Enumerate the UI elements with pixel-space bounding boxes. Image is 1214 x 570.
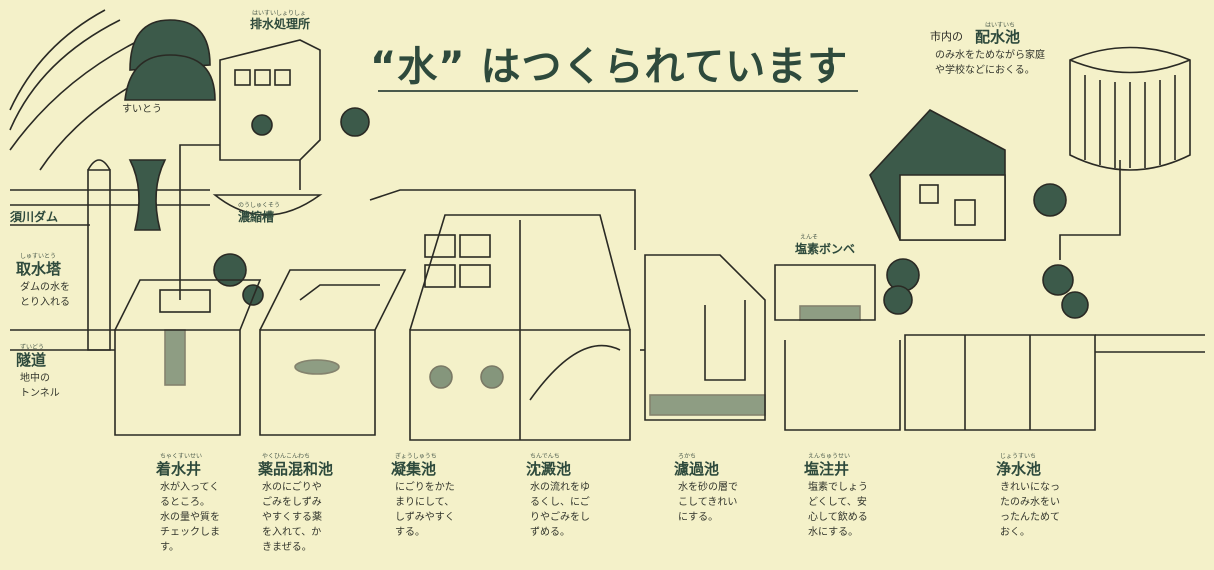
thickener-ruby: のうしゅくそう bbox=[238, 202, 281, 209]
distribution-reservoir-label: 配水池 bbox=[975, 28, 1021, 46]
stage-ruby: じょうすいち bbox=[1000, 453, 1037, 460]
stage-tank-3 bbox=[409, 329, 631, 441]
stage-label: 着水井 bbox=[156, 460, 202, 478]
stage-label: 薬品混和池 bbox=[258, 460, 334, 478]
chlorine-cylinder-ruby: えんそ bbox=[800, 234, 819, 241]
stage-desc: 水を砂の層で こしてきれい にする。 bbox=[678, 482, 738, 523]
sludge-plant-ruby: はいすいしょりしょ bbox=[252, 10, 307, 17]
tree-icon bbox=[213, 253, 247, 287]
stage-tank-2 bbox=[259, 329, 376, 436]
stage-ruby: ちんでんち bbox=[530, 453, 560, 460]
distribution-reservoir-prefix: 市内の bbox=[930, 30, 963, 43]
stage-ruby: やくひんこんわち bbox=[262, 453, 311, 460]
intake-tower-ruby: しゅすいとう bbox=[20, 253, 57, 260]
title-underline bbox=[378, 90, 858, 92]
stage-desc: 水の流れをゆ るくし、にご りやごみをし ずめる。 bbox=[530, 482, 590, 538]
stage-label: 凝集池 bbox=[391, 460, 437, 478]
tree-icon bbox=[340, 107, 370, 137]
stage-ruby: えんちゅうせい bbox=[808, 453, 851, 460]
distribution-reservoir-ruby: はいすいち bbox=[985, 22, 1016, 29]
page-title: “水” はつくられています bbox=[370, 44, 849, 90]
stage-label: 濾過池 bbox=[674, 460, 720, 478]
stage-desc: 水のにごりや ごみをしずみ やすくする薬 を入れて、か きまぜる。 bbox=[262, 482, 322, 553]
distribution-reservoir-desc: のみ水をためながら家庭 や学校などにおくる。 bbox=[935, 50, 1045, 76]
stage-ruby: ろかち bbox=[678, 453, 697, 460]
stage-label: 塩注井 bbox=[804, 460, 850, 478]
dam-label: 須川ダム bbox=[10, 210, 59, 224]
intake-tower-shape bbox=[87, 169, 111, 351]
stage-desc: 水が入ってく るところ。 水の量や質を チェックしま す。 bbox=[160, 482, 220, 553]
stage-tank-7 bbox=[904, 334, 1096, 431]
chlorine-cylinder-label: 塩素ボンベ bbox=[795, 242, 856, 256]
road-curve bbox=[9, 19, 121, 131]
stage-ruby: ぎょうしゅうち bbox=[395, 453, 437, 460]
thickener-shape bbox=[212, 194, 323, 216]
stage-label: 沈澱池 bbox=[526, 460, 572, 478]
sludge-plant-label: 排水処理所 bbox=[250, 17, 311, 31]
tunnel-desc: 地中の トンネル bbox=[20, 373, 60, 399]
stage-ruby: ちゃくすいせい bbox=[160, 453, 203, 460]
intake-tower-desc: ダムの水を とり入れる bbox=[20, 282, 70, 308]
intake-tower-label: 取水塔 bbox=[16, 260, 62, 278]
stage-desc: きれいになっ たのみ水をい ったんためて おく。 bbox=[1000, 482, 1060, 538]
chlorine-cylinder-tank bbox=[774, 264, 876, 321]
tunnel-label: 隧道 bbox=[16, 351, 47, 369]
stage-label: 浄水池 bbox=[996, 460, 1042, 478]
river-label: すいとう bbox=[122, 104, 162, 115]
cooling-tower bbox=[128, 159, 167, 231]
sludge-plant-building bbox=[219, 39, 321, 161]
thickener-label: 濃縮槽 bbox=[238, 210, 275, 224]
tree-icon bbox=[242, 284, 264, 306]
stage-tank-1 bbox=[114, 329, 241, 436]
house-building bbox=[899, 174, 1006, 241]
stage-desc: にごりをかた まりにして、 しずみやすく する。 bbox=[395, 482, 455, 538]
distribution-tank bbox=[1069, 46, 1191, 171]
stage-tank-5 bbox=[644, 254, 766, 421]
stage-desc: 塩素でしょう どくして、安 心して飲める 水にする。 bbox=[808, 482, 868, 538]
tunnel-ruby: ずいどう bbox=[20, 344, 45, 351]
hill-2 bbox=[124, 54, 216, 101]
stage-tank-6 bbox=[784, 340, 901, 431]
